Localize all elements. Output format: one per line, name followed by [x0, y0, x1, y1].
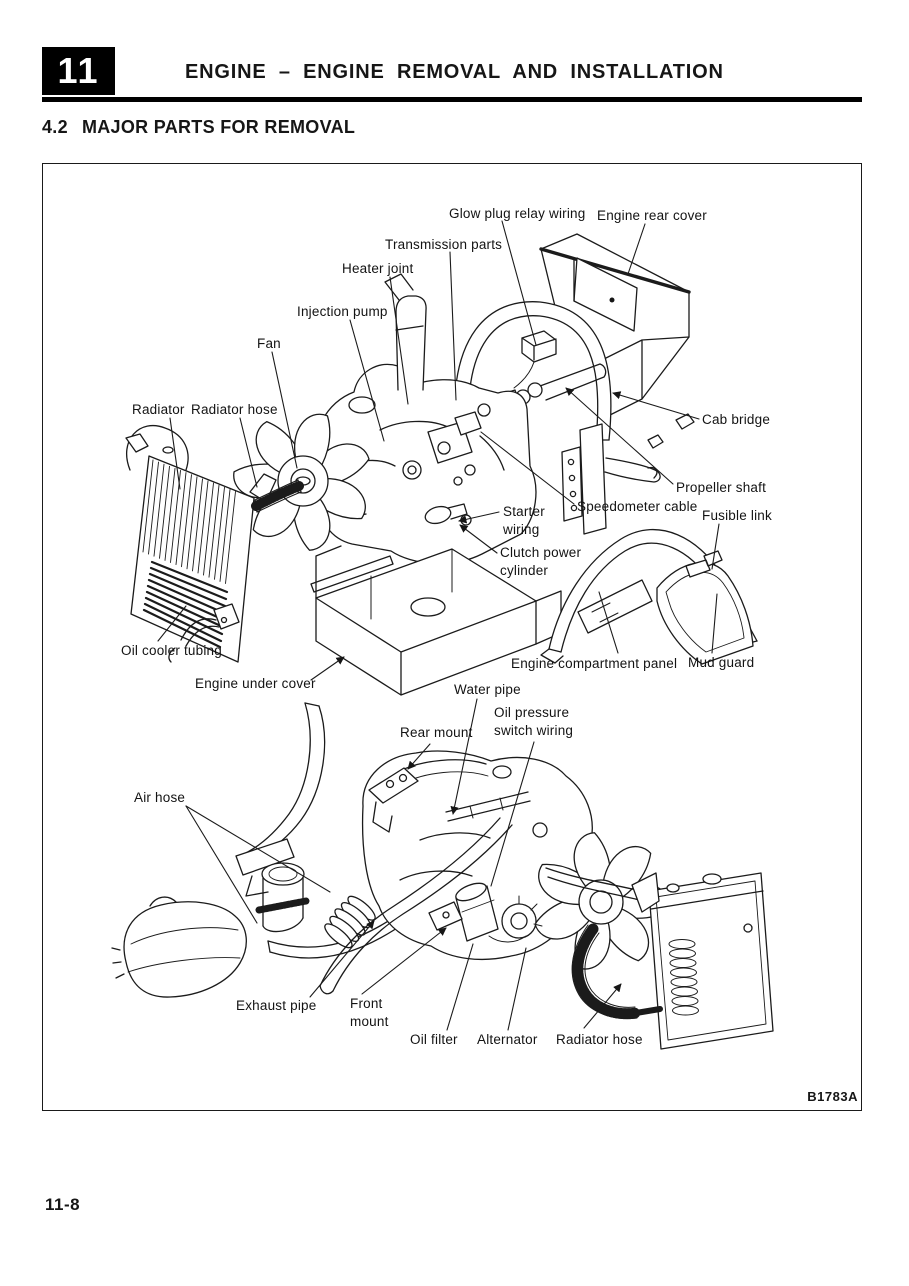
figure-label-oil-filter: Oil filter — [410, 1032, 458, 1047]
figure-label-transmission-parts: Transmission parts — [385, 237, 503, 252]
figure-label-speedometer-cable: Speedometer cable — [577, 499, 698, 514]
engine-under-cover-drawing — [310, 545, 562, 696]
figure-label-oil-cooler-tubing: Oil cooler tubing — [121, 643, 222, 658]
figure-label-glow-plug-relay-wiring: Glow plug relay wiring — [449, 206, 586, 221]
rear-mount-drawing — [368, 767, 419, 833]
section-number: 4.2 — [42, 117, 68, 137]
figure-label-mud-guard: Mud guard — [688, 655, 755, 670]
figure-label-cab-bridge: Cab bridge — [702, 412, 771, 427]
cab-bridge-post-drawing — [561, 423, 661, 535]
figure-label-fan: Fan — [257, 336, 281, 351]
figure-label-engine-rear-cover: Engine rear cover — [597, 208, 707, 223]
section-title: MAJOR PARTS FOR REMOVAL — [81, 117, 356, 137]
figure-label-engine-under-cover: Engine under cover — [195, 676, 316, 691]
fan-top-drawing — [233, 413, 370, 551]
figure-label-alternator: Alternator — [477, 1032, 538, 1047]
radiator-bottom-drawing — [545, 867, 774, 1050]
figure-label-air-hose: Air hose — [134, 790, 186, 805]
oil-filter-drawing — [455, 882, 499, 942]
page-header-title: ENGINE – ENGINE REMOVAL AND INSTALLATION — [185, 61, 724, 83]
page-number: 11-8 — [45, 1195, 81, 1214]
radiator-top-drawing — [125, 424, 277, 663]
figure-label-injection-pump: Injection pump — [297, 304, 388, 319]
figure-label-front-mount: Front mount — [350, 996, 389, 1029]
figure-reference-code: B1783A — [807, 1089, 858, 1104]
alternator-drawing — [488, 895, 543, 943]
figure-label-engine-compartment-panel: Engine compartment panel — [511, 656, 678, 671]
radiator-hose-bottom-drawing — [571, 923, 663, 1020]
engine-block-top-drawing — [314, 273, 537, 565]
figure-label-radiator-hose-bottom: Radiator hose — [556, 1032, 643, 1047]
figure-label-rear-mount: Rear mount — [400, 725, 473, 740]
header-divider-rule — [42, 97, 862, 102]
figure-label-exhaust-pipe: Exhaust pipe — [236, 998, 317, 1013]
oil-cooler-tubing-drawing — [168, 603, 240, 663]
exhaust-upper-pipe-drawing — [235, 702, 326, 897]
figure-label-water-pipe: Water pipe — [454, 682, 521, 697]
section-heading: 4.2 MAJOR PARTS FOR REMOVAL — [42, 117, 355, 138]
figure-label-propeller-shaft: Propeller shaft — [676, 480, 767, 495]
air-hose-drawing — [267, 877, 474, 959]
figure-label-heater-joint: Heater joint — [342, 261, 414, 276]
figure-label-oil-pressure-switch-wiring: Oil pressure switch wiring — [494, 705, 574, 738]
front-mount-drawing — [428, 901, 463, 931]
chapter-number-tab: 11 — [42, 47, 115, 95]
figure-label-radiator-hose-top: Radiator hose — [191, 402, 278, 417]
air-cleaner-drawing — [111, 862, 310, 998]
radiator-hose-top-drawing — [251, 479, 304, 513]
mud-guard-drawing — [656, 550, 754, 665]
figure-label-radiator: Radiator — [132, 402, 185, 417]
figure-label-starter-wiring: Starter wiring — [503, 504, 545, 537]
figure-label-fusible-link: Fusible link — [702, 508, 772, 523]
leader-lines — [157, 220, 720, 1031]
exhaust-pipe-drawing — [319, 817, 513, 995]
figure-label-clutch-power-cylinder: Clutch power cylinder — [500, 545, 582, 578]
glow-plug-relay-drawing — [513, 330, 557, 389]
